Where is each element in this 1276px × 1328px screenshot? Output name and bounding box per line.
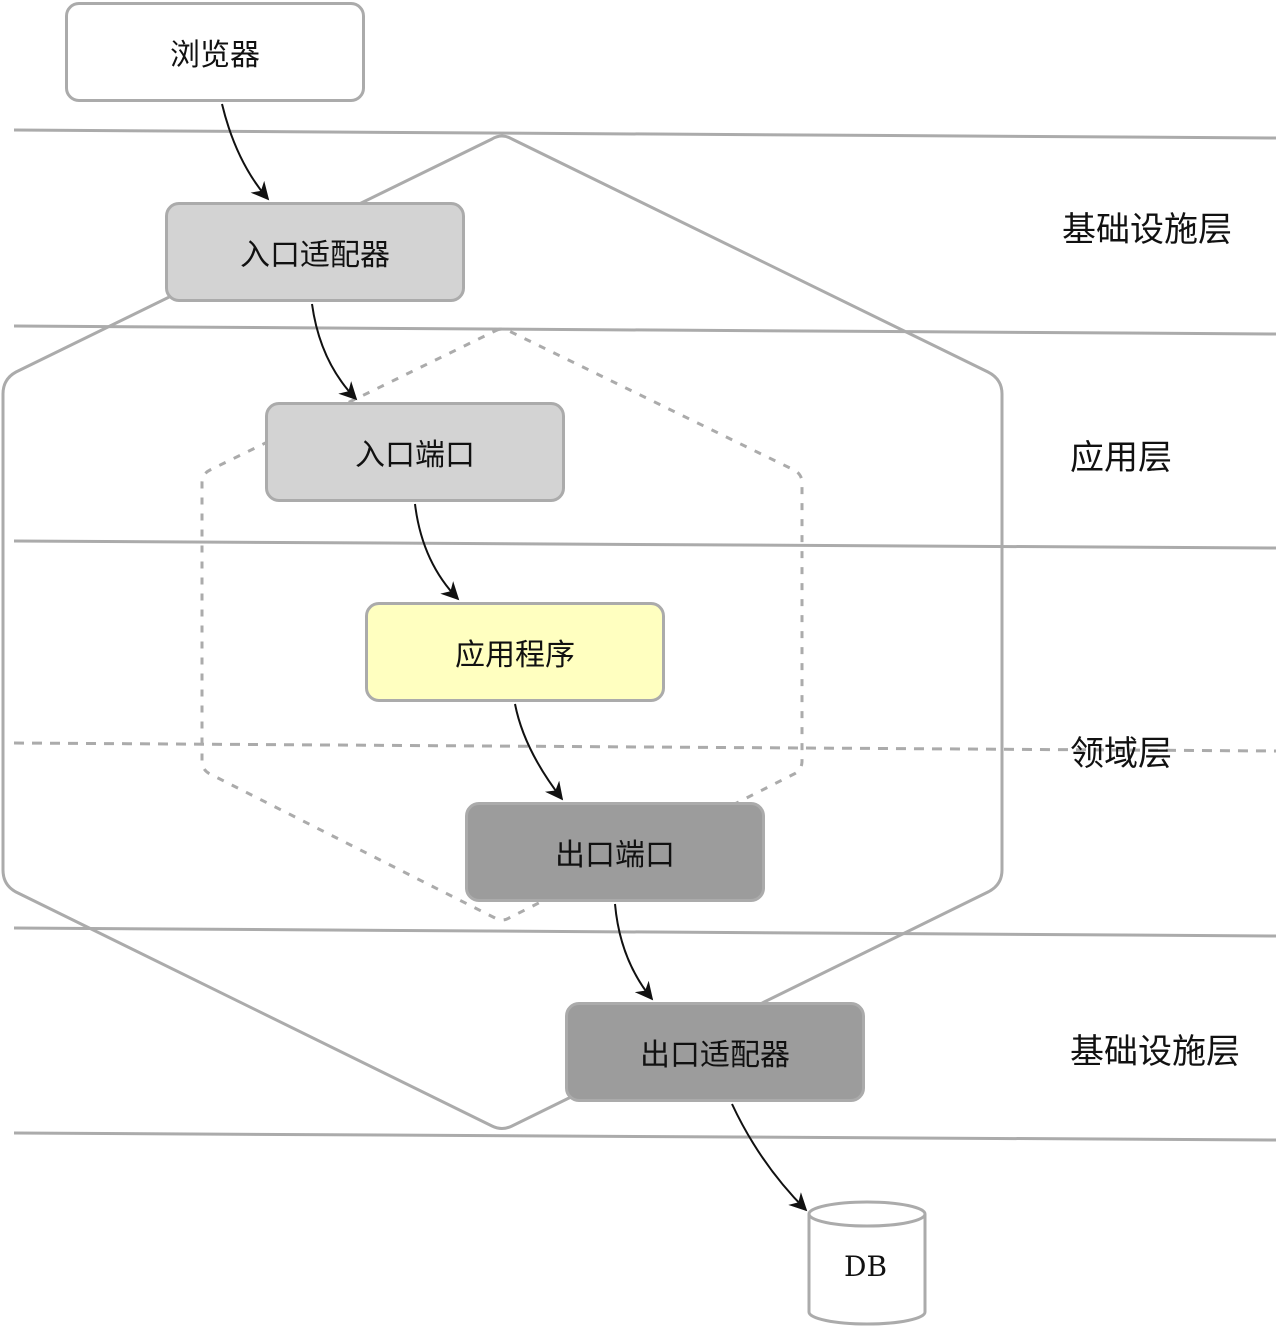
arrow-application-to-outbound-port — [514, 703, 564, 801]
layer-divider-4 — [13, 926, 1276, 938]
inbound-adapter-label: 入口适配器 — [240, 238, 390, 273]
application-node: 应用程序 — [365, 602, 665, 702]
database-cylinder — [807, 1200, 927, 1326]
arrow-inbound-adapter-to-inbound-port — [311, 303, 358, 401]
layer-label-domain: 领域层 — [1070, 734, 1172, 774]
domain-divider-dashed — [13, 741, 1276, 753]
arrow-outbound-adapter-to-db — [731, 1103, 808, 1212]
arrow-inbound-port-to-application — [414, 503, 460, 601]
inner-hexagon-dashed — [200, 327, 804, 922]
arrow-outbound-port-to-outbound-adapter — [614, 903, 654, 1001]
layer-label-infrastructure-bottom: 基础设施层 — [1070, 1032, 1240, 1072]
outbound-port-label: 出口端口 — [555, 838, 675, 873]
outer-hexagon — [1, 134, 1004, 1130]
inbound-adapter-node: 入口适配器 — [165, 202, 465, 302]
database-label: DB — [844, 1250, 888, 1283]
outbound-adapter-label: 出口适配器 — [640, 1038, 790, 1073]
layer-divider-3 — [13, 539, 1276, 550]
inbound-port-node: 入口端口 — [265, 402, 565, 502]
arrow-browser-to-inbound-adapter — [221, 103, 270, 201]
layer-divider-2 — [13, 324, 1276, 336]
layer-divider-1 — [13, 128, 1276, 140]
layer-label-infrastructure-top: 基础设施层 — [1062, 210, 1232, 250]
browser-label: 浏览器 — [170, 38, 260, 73]
layer-label-application: 应用层 — [1070, 438, 1172, 478]
application-label: 应用程序 — [455, 638, 575, 673]
browser-node: 浏览器 — [65, 2, 365, 102]
outbound-port-node: 出口端口 — [465, 802, 765, 902]
layer-divider-5 — [13, 1131, 1276, 1142]
inbound-port-label: 入口端口 — [355, 438, 475, 473]
outbound-adapter-node: 出口适配器 — [565, 1002, 865, 1102]
